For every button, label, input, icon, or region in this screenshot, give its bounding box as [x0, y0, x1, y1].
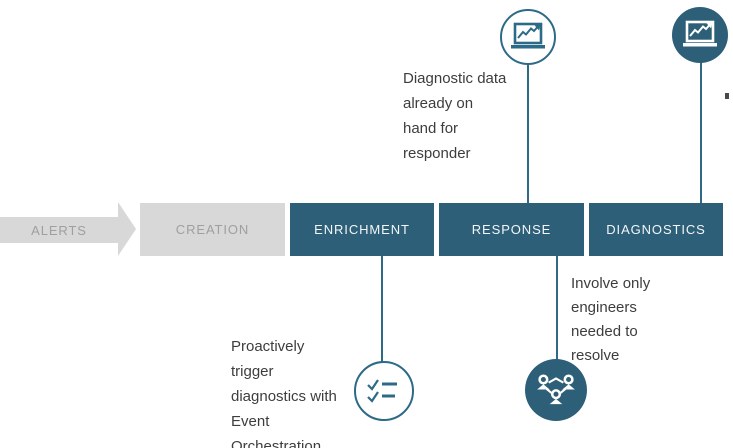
stage-enrichment: ENRICHMENT: [290, 203, 434, 256]
stage-enrichment-label: ENRICHMENT: [314, 222, 410, 237]
stage-diagnostics: DIAGNOSTICS: [589, 203, 723, 256]
laptop-chart-icon: [500, 9, 556, 65]
stage-creation-label: CREATION: [175, 222, 250, 237]
note-involve-engineers: Involve only engineers needed to resolve: [571, 275, 651, 364]
alerts-label: ALERTS: [31, 222, 87, 238]
people-network-icon: [525, 359, 587, 421]
connector-response-bottom: [556, 256, 558, 360]
alerts-arrow-head: [118, 202, 136, 256]
clipped-text-fragment: [725, 93, 729, 99]
connector-diagnostics-top: [700, 62, 702, 203]
note-proactive-trigger: Proactively trigger diagnostics with Eve…: [231, 338, 337, 448]
connector-enrichment-bottom: [381, 256, 383, 363]
stage-creation: CREATION: [140, 203, 285, 256]
alerts-arrow: ALERTS: [0, 217, 118, 243]
checklist-icon: [354, 361, 414, 421]
laptop-chart-icon: [672, 7, 728, 63]
stage-diagnostics-label: DIAGNOSTICS: [606, 222, 706, 237]
connector-response-top: [527, 64, 529, 203]
stage-response-label: RESPONSE: [471, 222, 552, 237]
stage-response: RESPONSE: [439, 203, 584, 256]
note-diagnostic-data: Diagnostic data already on hand for resp…: [403, 70, 507, 162]
